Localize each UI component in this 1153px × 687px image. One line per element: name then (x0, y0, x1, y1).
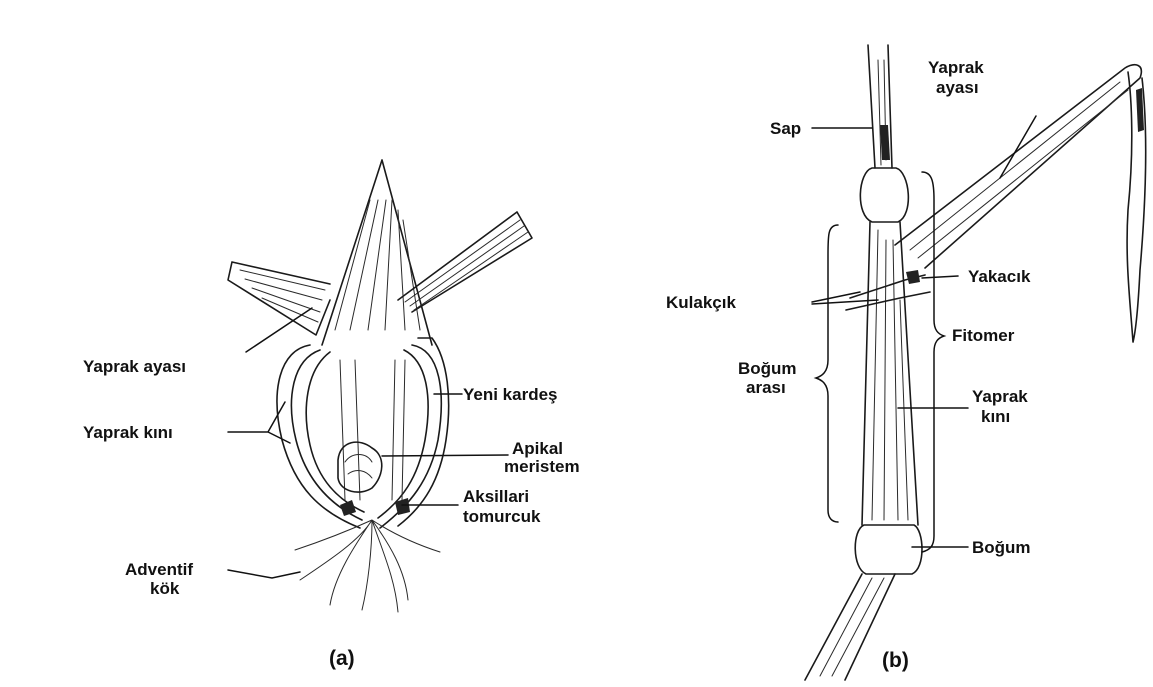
label-adventif-kok-2: kök (150, 579, 180, 598)
label-yakacik: Yakacık (968, 267, 1031, 286)
panel-b-braces (816, 172, 944, 552)
panel-b-drawing (805, 45, 1146, 680)
label-aksillari-tomurcuk-1: Aksillari (463, 487, 529, 506)
label-kulakcik: Kulakçık (666, 293, 736, 312)
panel-b-labels: Sap Yaprak ayası Yakacık Kulakçık Fitome… (666, 58, 1031, 672)
label-fitomer: Fitomer (952, 326, 1015, 345)
label-bogum-arasi-1: Boğum (738, 359, 797, 378)
caption-b: (b) (882, 649, 909, 672)
label-apikal-meristem-1: Apikal (512, 439, 563, 458)
label-yaprak-kini-b-2: kını (981, 407, 1010, 426)
panel-a-leader-lines (228, 308, 508, 578)
label-sap: Sap (770, 119, 801, 138)
label-aksillari-tomurcuk-2: tomurcuk (463, 507, 541, 526)
label-yaprak-kini-b-1: Yaprak (972, 387, 1028, 406)
label-yaprak-ayasi: Yaprak ayası (83, 357, 186, 376)
label-adventif-kok-1: Adventif (125, 560, 193, 579)
label-bogum: Boğum (972, 538, 1031, 557)
label-yaprak-ayasi-b-2: ayası (936, 78, 979, 97)
label-yaprak-ayasi-b-1: Yaprak (928, 58, 984, 77)
label-yeni-kardes: Yeni kardeş (463, 385, 558, 404)
label-bogum-arasi-2: arası (746, 378, 786, 397)
label-apikal-meristem-2: meristem (504, 457, 580, 476)
label-yaprak-kini: Yaprak kını (83, 423, 173, 442)
caption-a: (a) (329, 647, 355, 670)
